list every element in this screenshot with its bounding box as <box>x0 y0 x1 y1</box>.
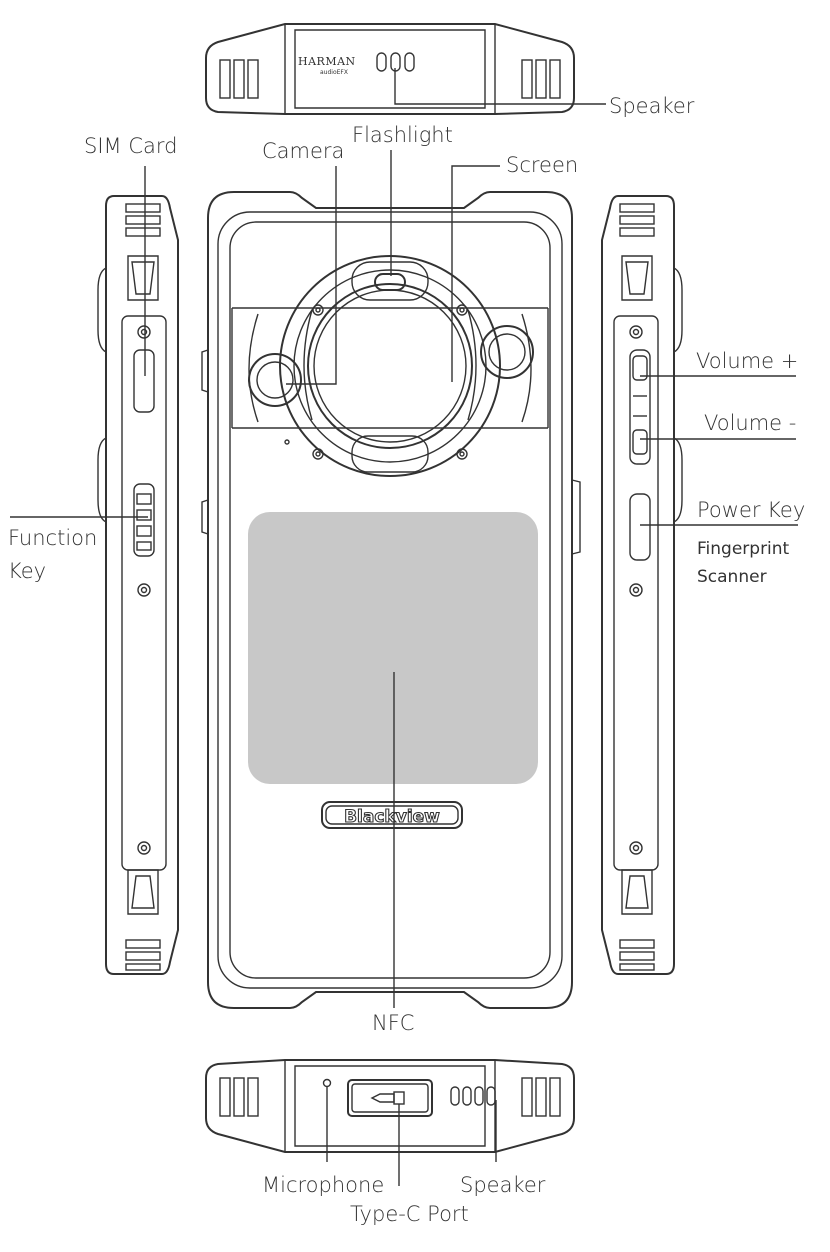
volume-rocker <box>629 349 651 465</box>
label-type-c-port: Type-C Port <box>350 1202 469 1226</box>
top-left-grill <box>219 59 259 99</box>
right-side-view: Volume + Volume - Power Key Fingerprint … <box>601 195 805 975</box>
nfc-area <box>248 512 538 784</box>
label-power-key: Power Key <box>697 498 805 522</box>
bottom-speaker-holes <box>450 1086 496 1106</box>
right-camera-lens <box>480 325 534 379</box>
label-camera: Camera <box>262 139 344 163</box>
harman-logo: HARMAN <box>298 55 356 68</box>
bottom-edge-view: Microphone Speaker Type-C Port <box>205 1059 575 1226</box>
label-volume-up: Volume + <box>696 349 798 373</box>
label-sim-card: SIM Card <box>84 134 177 158</box>
back-view: Blackview <box>201 191 581 1009</box>
label-fingerprint-1: Fingerprint <box>697 539 790 559</box>
blackview-badge <box>321 801 463 829</box>
label-volume-down: Volume - <box>704 411 796 435</box>
function-key <box>133 483 155 557</box>
label-fingerprint-2: Scanner <box>697 567 767 587</box>
label-function-key-1: Function <box>8 526 97 550</box>
blackview-logo: Blackview <box>344 807 440 827</box>
label-speaker-bottom: Speaker <box>460 1173 546 1197</box>
left-camera-lens <box>248 353 302 407</box>
flashlight-lens <box>374 273 406 291</box>
bottom-right-grill <box>521 1077 561 1117</box>
top-edge-view: HARMAN audioEFX Speaker <box>205 23 695 118</box>
power-key <box>629 493 651 561</box>
label-flashlight: Flashlight <box>352 123 453 147</box>
sim-card-tray <box>133 349 155 413</box>
label-speaker-top: Speaker <box>609 94 695 118</box>
top-right-grill <box>521 59 561 99</box>
left-side-view: SIM Card Function Key <box>8 134 179 975</box>
bottom-left-grill <box>219 1077 259 1117</box>
label-function-key-2: Key <box>8 559 46 583</box>
label-screen: Screen <box>506 153 578 177</box>
audio-efx-logo: audioEFX <box>320 69 348 76</box>
type-c-port <box>347 1079 433 1117</box>
microphone-hole <box>322 1078 332 1088</box>
label-nfc: NFC <box>372 1011 414 1035</box>
label-microphone: Microphone <box>262 1173 384 1197</box>
